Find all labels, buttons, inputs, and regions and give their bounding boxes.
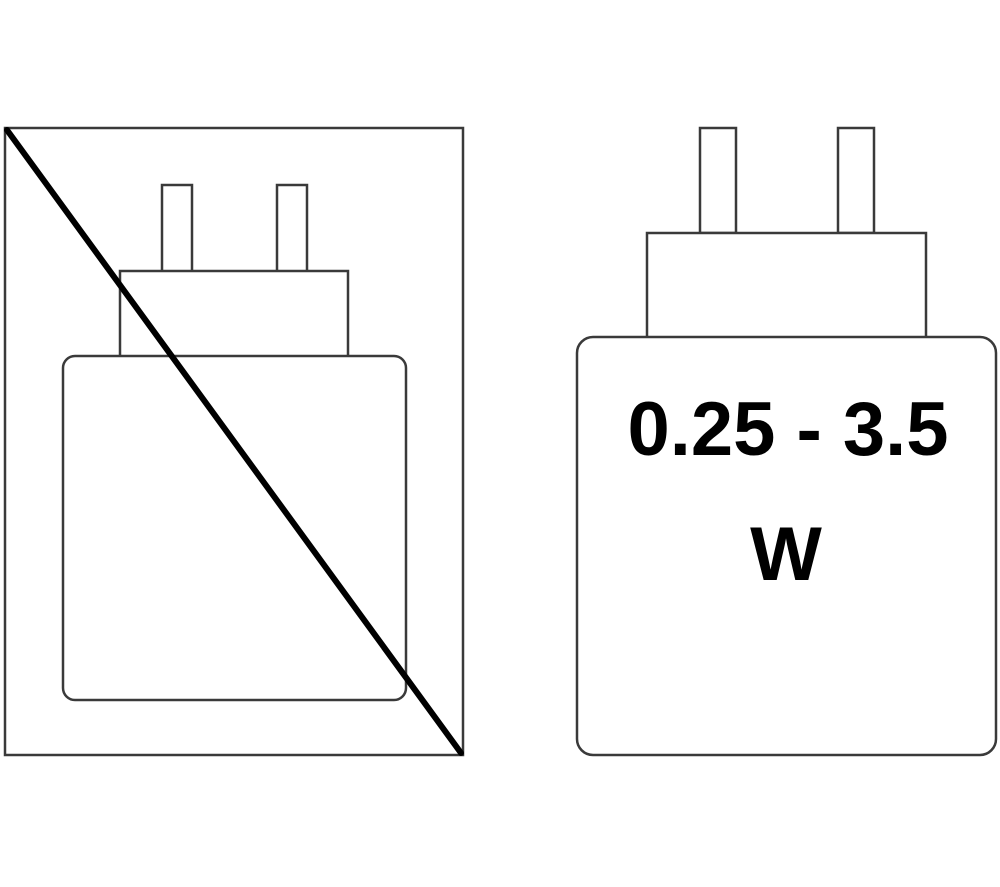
charger-prong-right bbox=[836, 126, 876, 235]
power-unit-label: W bbox=[750, 512, 822, 597]
charger-body bbox=[61, 354, 408, 702]
charger-prong-left bbox=[698, 126, 738, 235]
charger-prong-right bbox=[275, 183, 309, 274]
charger-plug-base bbox=[118, 269, 350, 360]
no-charger-included-panel bbox=[3, 126, 465, 757]
crossed-out-charger-icon bbox=[61, 183, 408, 702]
power-range-label: 0.25 - 3.5 bbox=[627, 387, 948, 472]
strike-through-line bbox=[4, 127, 464, 756]
charger-icon bbox=[575, 126, 998, 757]
charger-power-rating-panel: 0.25 - 3.5 W bbox=[575, 126, 998, 757]
charger-prong-left bbox=[160, 183, 194, 274]
charger-plug-base bbox=[645, 231, 928, 340]
charger-body bbox=[575, 335, 998, 757]
